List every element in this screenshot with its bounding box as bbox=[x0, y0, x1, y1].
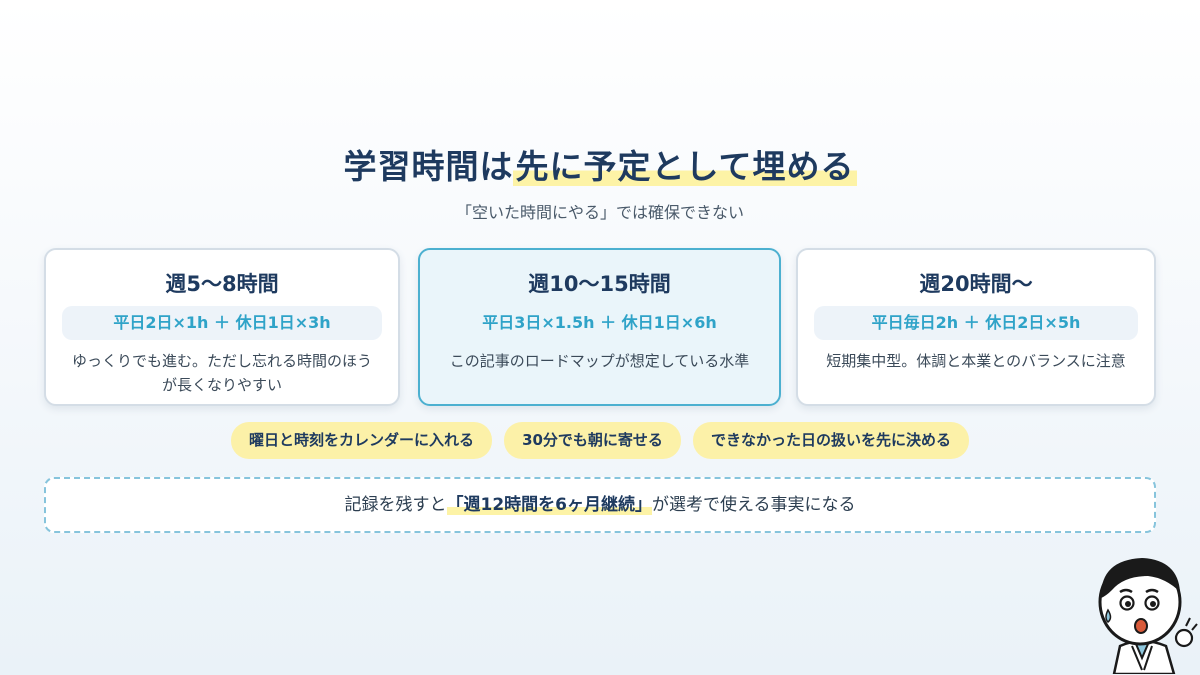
plan-card-title: 週20時間〜 bbox=[919, 272, 1033, 296]
plan-card-schedule: 平日3日×1.5h ＋ 休日1日×6h bbox=[482, 313, 717, 332]
tip-chip: 30分でも朝に寄せる bbox=[504, 422, 681, 459]
plan-card-description: この記事のロードマップが想定している水準 bbox=[449, 352, 750, 370]
plan-card-schedule: 平日2日×1h ＋ 休日1日×3h bbox=[62, 306, 382, 340]
plan-card-title: 週5〜8時間 bbox=[165, 272, 279, 296]
title-plain: 学習時間は bbox=[343, 147, 514, 186]
page-title: 学習時間は先に予定として埋める bbox=[0, 140, 1200, 188]
worried-businessman-icon bbox=[1098, 558, 1198, 674]
title-highlight: 先に予定として埋める bbox=[513, 147, 857, 186]
plan-card-description: ゆっくりでも進む。ただし忘れる時間のほうが長くなりやすい bbox=[71, 352, 372, 394]
plan-card-light: 週5〜8時間 平日2日×1h ＋ 休日1日×3h ゆっくりでも進む。ただし忘れる… bbox=[44, 248, 400, 406]
tip-chip-row: 曜日と時刻をカレンダーに入れる 30分でも朝に寄せる できなかった日の扱いを先に… bbox=[0, 422, 1200, 459]
plan-card-schedule: 平日毎日2h ＋ 休日2日×5h bbox=[814, 306, 1138, 340]
note-before: 記録を残すと bbox=[344, 495, 447, 515]
plan-card-intensive: 週20時間〜 平日毎日2h ＋ 休日2日×5h 短期集中型。体調と本業とのバラン… bbox=[796, 248, 1156, 406]
note-after: が選考で使える事実になる bbox=[652, 495, 856, 515]
plan-card-title: 週10〜15時間 bbox=[528, 272, 671, 296]
tip-chip: できなかった日の扱いを先に決める bbox=[692, 422, 969, 459]
tip-chip: 曜日と時刻をカレンダーに入れる bbox=[231, 422, 493, 459]
page-subtitle: 「空いた時間にやる」では確保できない bbox=[455, 203, 744, 222]
plan-card-description: 短期集中型。体調と本業とのバランスに注意 bbox=[826, 352, 1126, 370]
plan-card-standard: 週10〜15時間 平日3日×1.5h ＋ 休日1日×6h この記事のロードマップ… bbox=[418, 248, 781, 406]
note-highlight: 「週12時間を6ヶ月継続」 bbox=[446, 495, 652, 515]
summary-note: 記録を残すと「週12時間を6ヶ月継続」が選考で使える事実になる bbox=[44, 477, 1156, 533]
